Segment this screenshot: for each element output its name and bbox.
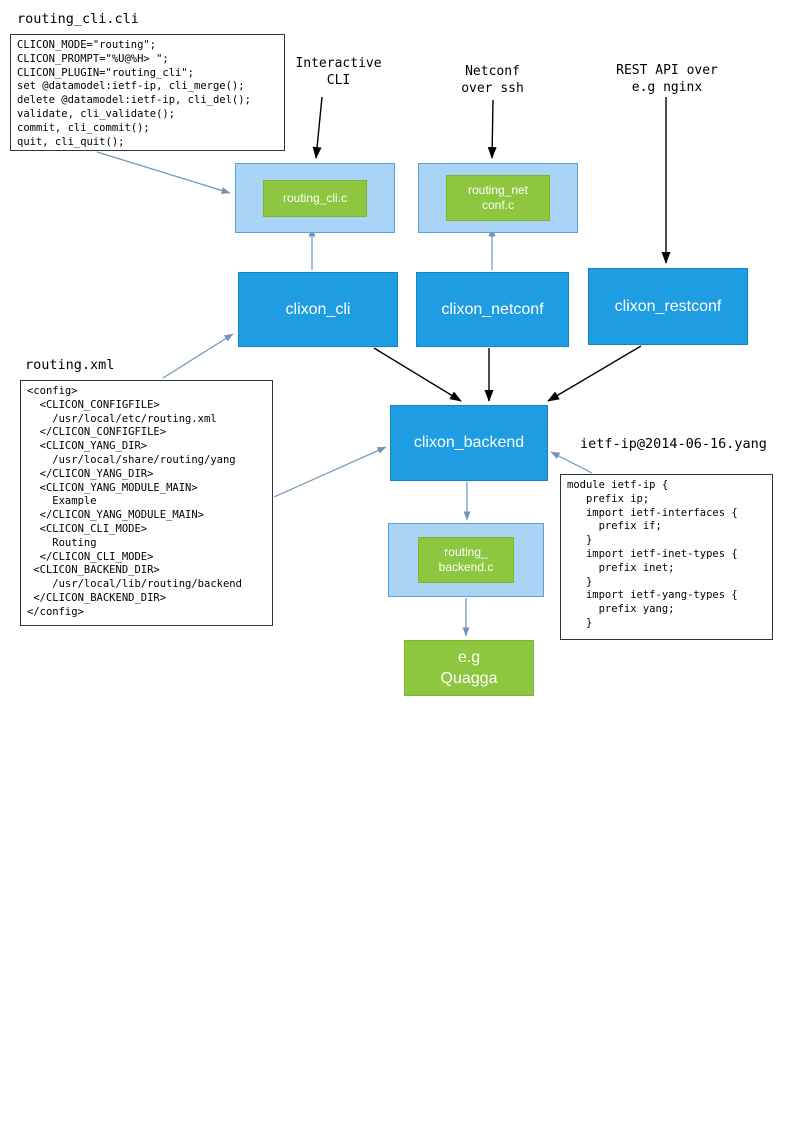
annotation-interactive-cli: Interactive CLI — [295, 56, 382, 88]
node-routing-cli-plugin: routing_cli.c — [263, 179, 367, 217]
arrow-interactive-cli-to-cli-plugin — [312, 96, 323, 159]
code-yang-module: module ietf-ip { prefix ip; import ietf-… — [560, 474, 773, 640]
arrow-cli-spec-to-cli-plugin — [96, 151, 231, 194]
node-clixon-cli: clixon_cli — [238, 272, 398, 347]
node-clixon-restconf: clixon_restconf — [588, 268, 748, 345]
arrow-config-to-backend — [273, 446, 387, 498]
container-routing-cli-plugin: routing_cli.c — [235, 163, 395, 233]
arrow-config-to-clixon-cli — [162, 333, 234, 379]
label-routing-cli-file: routing_cli.cli — [17, 11, 139, 27]
annotation-rest-api-nginx: REST API over e.g nginx — [616, 63, 718, 95]
arrow-clixon-restconf-to-backend — [547, 345, 642, 402]
node-routing-netconf-plugin: routing_net conf.c — [446, 175, 550, 221]
code-routing-xml-config: <config> <CLICON_CONFIGFILE> /usr/local/… — [20, 380, 273, 626]
node-clixon-netconf: clixon_netconf — [416, 272, 569, 347]
label-routing-xml-file: routing.xml — [25, 357, 115, 373]
container-routing-netconf-plugin: routing_net conf.c — [418, 163, 578, 233]
annotation-netconf-over-ssh: Netconf over ssh — [461, 64, 524, 96]
node-quagga: e.g Quagga — [404, 640, 534, 696]
code-routing-cli-spec: CLICON_MODE="routing"; CLICON_PROMPT="%U… — [10, 34, 285, 151]
node-clixon-backend: clixon_backend — [390, 405, 548, 481]
container-routing-backend-plugin: routing_ backend.c — [388, 523, 544, 597]
node-routing-backend-plugin: routing_ backend.c — [418, 537, 514, 583]
label-yang-file: ietf-ip@2014-06-16.yang — [580, 436, 767, 452]
arrow-yang-to-backend — [550, 451, 593, 474]
arrow-clixon-cli-to-backend — [373, 347, 462, 402]
arrow-netconf-to-netconf-plugin — [487, 99, 497, 159]
